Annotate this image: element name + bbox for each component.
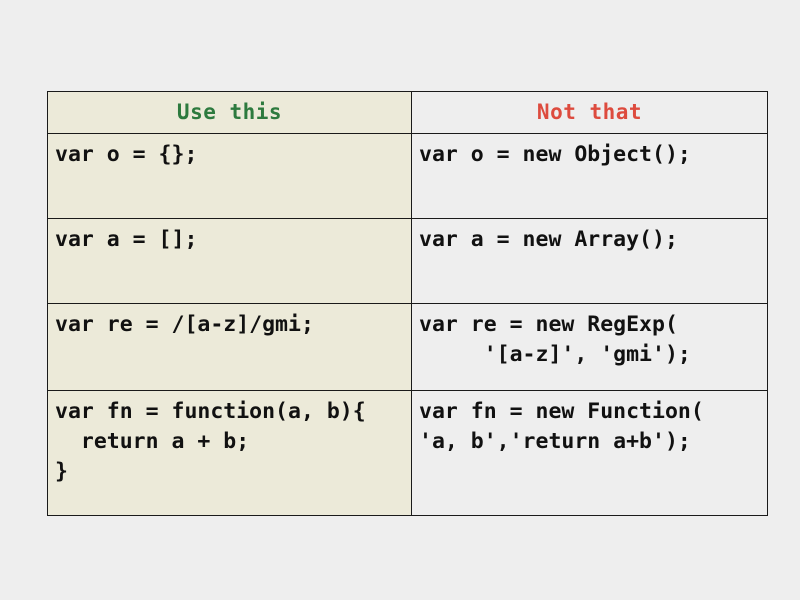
table-row: var re = /[a-z]/gmi; var re = new RegExp… [47,303,768,391]
column-header-not-that: Not that [411,91,768,134]
cell-not-that-regexp-constructor: var re = new RegExp( '[a-z]', 'gmi'); [411,303,768,391]
table-row: var fn = function(a, b){ return a + b; }… [47,390,768,516]
cell-not-that-array-constructor: var a = new Array(); [411,218,768,304]
cell-not-that-function-constructor: var fn = new Function( 'a, b','return a+… [411,390,768,516]
comparison-table: Use this Not that var o = {}; var o = ne… [47,91,768,516]
cell-not-that-object-constructor: var o = new Object(); [411,133,768,219]
cell-use-this-array-literal: var a = []; [47,218,412,304]
table-header-row: Use this Not that [47,91,768,134]
column-header-use-this: Use this [47,91,412,134]
table-row: var o = {}; var o = new Object(); [47,133,768,219]
cell-use-this-regexp-literal: var re = /[a-z]/gmi; [47,303,412,391]
table-body: var o = {}; var o = new Object(); var a … [47,133,768,516]
table-header: Use this Not that [47,91,768,134]
table-row: var a = []; var a = new Array(); [47,218,768,304]
cell-use-this-function-expression: var fn = function(a, b){ return a + b; } [47,390,412,516]
cell-use-this-object-literal: var o = {}; [47,133,412,219]
